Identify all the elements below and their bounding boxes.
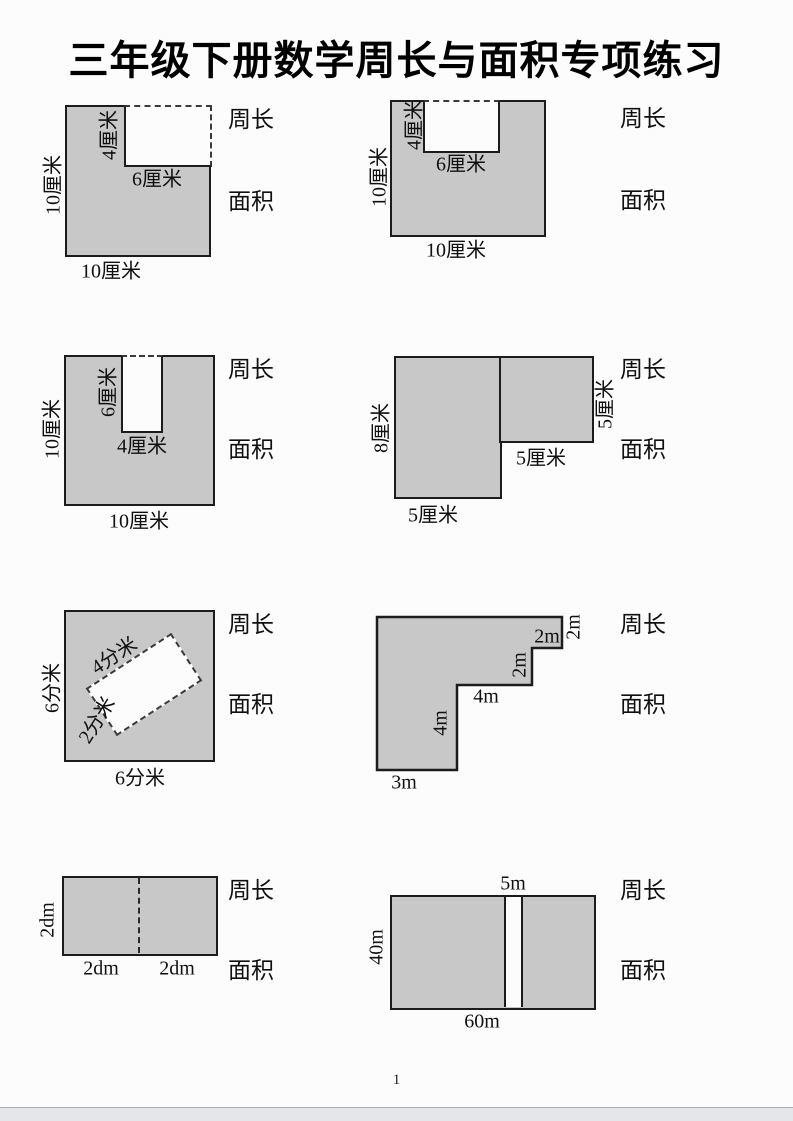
perimeter-label: 周长 bbox=[228, 611, 274, 637]
footer-band bbox=[0, 1107, 793, 1121]
dim-mid-step: 2m bbox=[508, 652, 531, 678]
strip-cutout bbox=[504, 897, 523, 1007]
dim-bottom-left: 2dm bbox=[83, 957, 119, 980]
dim-side-left: 10厘米 bbox=[42, 155, 65, 215]
dim-left-height: 8厘米 bbox=[370, 403, 393, 453]
dim-notch-height: 6厘米 bbox=[97, 367, 120, 417]
perimeter-label: 周长 bbox=[228, 356, 274, 382]
dim-side-left: 10厘米 bbox=[368, 147, 391, 207]
shape-staircase bbox=[375, 615, 564, 772]
dim-mid-width: 4m bbox=[473, 685, 499, 708]
perimeter-label: 周长 bbox=[228, 877, 274, 903]
dim-side-bottom: 6分米 bbox=[115, 767, 165, 790]
notch-cutout bbox=[123, 104, 212, 167]
perimeter-label: 周长 bbox=[620, 356, 666, 382]
dim-side-left: 40m bbox=[365, 929, 388, 965]
dim-right-bottom: 5厘米 bbox=[516, 447, 566, 470]
dashed-divider bbox=[138, 878, 140, 953]
dim-notch-width: 6厘米 bbox=[436, 153, 486, 176]
dim-bottom-right: 2dm bbox=[159, 957, 195, 980]
shape-rectangle-with-strip bbox=[390, 895, 596, 1010]
perimeter-label: 周长 bbox=[228, 106, 274, 132]
area-label: 面积 bbox=[228, 691, 274, 717]
dim-notch-height: 4厘米 bbox=[98, 110, 121, 160]
shape-square-notch-top bbox=[390, 99, 546, 237]
perimeter-label: 周长 bbox=[620, 611, 666, 637]
dim-side-bottom: 60m bbox=[464, 1010, 500, 1033]
dim-bottom: 3m bbox=[391, 771, 417, 794]
area-label: 面积 bbox=[228, 957, 274, 983]
perimeter-label: 周长 bbox=[620, 877, 666, 903]
shape-square-notch-top-deep bbox=[64, 354, 215, 506]
dim-side-bottom: 10厘米 bbox=[426, 239, 486, 262]
shape-double-square-rectangle bbox=[62, 876, 218, 956]
area-label: 面积 bbox=[620, 691, 666, 717]
dim-mid-height: 4m bbox=[429, 710, 452, 736]
dim-top-step: 2m bbox=[534, 625, 560, 648]
dim-side-left: 2dm bbox=[36, 902, 59, 938]
shape-right-rectangle bbox=[499, 356, 594, 443]
area-label: 面积 bbox=[620, 436, 666, 462]
shape-square-notch-top-right bbox=[65, 104, 212, 257]
dim-side-bottom: 10厘米 bbox=[109, 510, 169, 533]
dim-notch-height: 4厘米 bbox=[403, 100, 426, 150]
page-title: 三年级下册数学周长与面积专项练习 bbox=[68, 39, 725, 83]
dim-right-top: 2m bbox=[562, 614, 585, 640]
area-label: 面积 bbox=[620, 957, 666, 983]
area-label: 面积 bbox=[228, 436, 274, 462]
dim-left-bottom: 5厘米 bbox=[408, 504, 458, 527]
dim-side-left: 6分米 bbox=[41, 663, 64, 713]
page-number: 1 bbox=[392, 1072, 401, 1088]
notch-cutout bbox=[423, 99, 500, 153]
dim-side-bottom: 10厘米 bbox=[81, 260, 141, 283]
dim-right-height: 5厘米 bbox=[594, 379, 617, 429]
dim-notch-width: 6厘米 bbox=[132, 168, 182, 191]
dim-notch-width: 4厘米 bbox=[117, 435, 167, 458]
area-label: 面积 bbox=[620, 187, 666, 213]
perimeter-label: 周长 bbox=[620, 105, 666, 131]
area-label: 面积 bbox=[228, 188, 274, 214]
notch-cutout bbox=[121, 354, 163, 433]
shape-square-with-tilted-rect bbox=[64, 610, 215, 762]
dim-side-left: 10厘米 bbox=[41, 399, 64, 459]
dim-strip-width: 5m bbox=[500, 872, 526, 895]
shape-left-rectangle bbox=[394, 356, 502, 499]
